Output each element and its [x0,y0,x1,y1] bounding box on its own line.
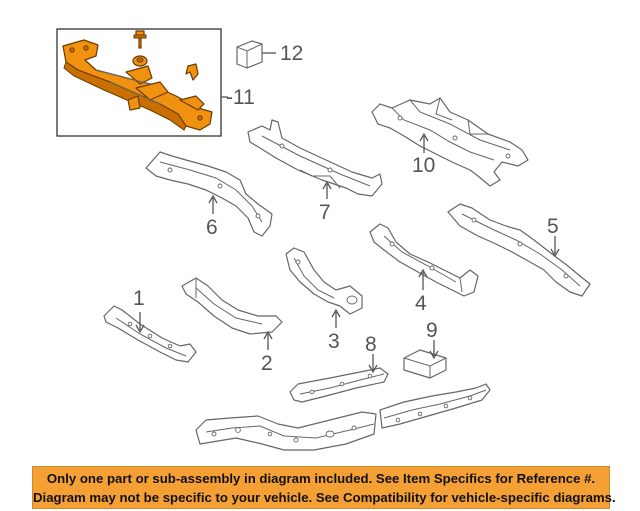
part-8-crossmember[interactable] [289,367,389,403]
part-7-crossmember[interactable] [247,119,383,197]
part-11-nut [132,55,148,67]
part-11-bracket [185,63,199,81]
part-11-crossmember [62,39,213,131]
part-2-bracket[interactable] [181,277,283,335]
arrow-2 [263,330,273,340]
callout-2[interactable]: 2 [261,352,273,375]
part-5-crossmember[interactable] [447,203,591,297]
part-12-pad[interactable] [236,40,263,69]
callout-5[interactable]: 5 [547,215,559,238]
arrow-4 [418,268,428,278]
callout-1[interactable]: 1 [133,287,145,310]
part-9-pad[interactable] [403,349,447,379]
frame-rails [195,383,491,451]
callout-12[interactable]: 12 [280,42,303,65]
arrow-10 [419,132,429,142]
arrow-1 [135,324,145,334]
part-11-bolt [133,30,147,49]
callout-8[interactable]: 8 [365,333,377,356]
callout-7[interactable]: 7 [319,201,331,224]
arrow-8 [368,364,378,374]
part-4-crossmember[interactable] [369,223,479,297]
callout-3[interactable]: 3 [328,330,340,353]
part-3-bracket[interactable] [285,247,363,315]
callout-4[interactable]: 4 [415,292,427,315]
arrow-9 [429,350,439,360]
arrow-7 [322,180,332,190]
callout-11[interactable]: -11 [226,86,255,109]
part-1-bracket[interactable] [103,305,197,363]
arrow-5 [550,248,560,258]
part-11-inset[interactable] [56,28,222,137]
callout-10[interactable]: 10 [412,154,435,177]
part-6-crossmember[interactable] [145,151,273,237]
disclaimer-line-1: Only one part or sub-assembly in diagram… [46,471,596,486]
disclaimer-line-2: Diagram may not be specific to your vehi… [33,490,616,505]
part-10-crossmember[interactable] [371,97,529,187]
arrow-3 [331,308,341,318]
disclaimer-banner: Only one part or sub-assembly in diagram… [32,466,616,509]
arrow-6 [208,194,218,204]
callout-9[interactable]: 9 [426,319,438,342]
callout-6[interactable]: 6 [206,216,218,239]
